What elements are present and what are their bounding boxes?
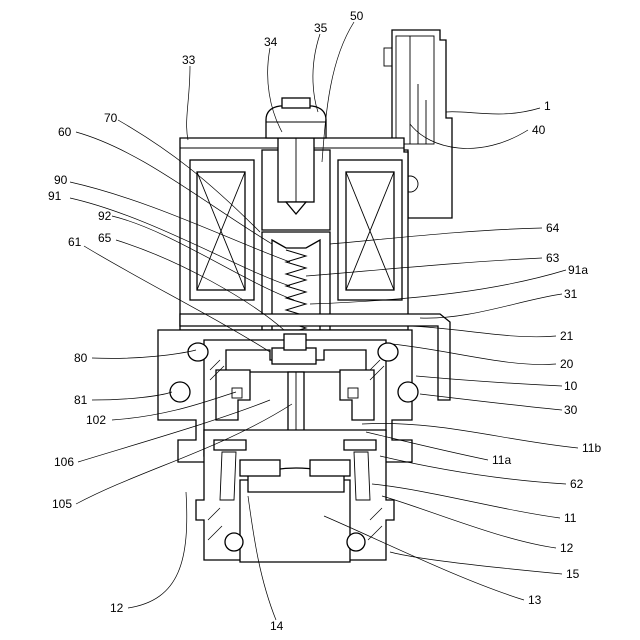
label-1: 1 bbox=[544, 99, 551, 113]
label-102: 102 bbox=[86, 413, 106, 427]
stator-core-part-50 bbox=[262, 138, 330, 230]
label-40: 40 bbox=[532, 123, 546, 137]
label-90: 90 bbox=[54, 173, 68, 187]
label-92: 92 bbox=[98, 209, 112, 223]
label-12-right: 12 bbox=[560, 541, 574, 555]
label-60: 60 bbox=[58, 125, 72, 139]
label-11a: 11a bbox=[492, 453, 511, 467]
label-15: 15 bbox=[566, 567, 580, 581]
label-81: 81 bbox=[74, 393, 88, 407]
label-106: 106 bbox=[54, 455, 74, 469]
label-65: 65 bbox=[98, 231, 112, 245]
label-10: 10 bbox=[564, 379, 578, 393]
label-21: 21 bbox=[560, 329, 574, 343]
label-11b: 11b bbox=[582, 441, 601, 455]
label-31: 31 bbox=[564, 287, 578, 301]
label-30: 30 bbox=[564, 403, 578, 417]
label-12-left: 12 bbox=[110, 601, 124, 615]
label-61: 61 bbox=[68, 235, 82, 249]
label-80: 80 bbox=[74, 351, 88, 365]
label-14: 14 bbox=[270, 619, 284, 633]
label-50: 50 bbox=[350, 9, 364, 23]
label-64: 64 bbox=[546, 221, 560, 235]
label-91: 91 bbox=[48, 189, 62, 203]
label-105: 105 bbox=[52, 497, 72, 511]
label-20: 20 bbox=[560, 357, 574, 371]
port-part-13 bbox=[240, 468, 350, 562]
label-91a: 91a bbox=[568, 263, 588, 277]
label-11: 11 bbox=[564, 511, 577, 525]
label-70: 70 bbox=[104, 111, 118, 125]
label-62: 62 bbox=[570, 477, 584, 491]
label-63: 63 bbox=[546, 251, 560, 265]
label-34: 34 bbox=[264, 35, 278, 49]
label-35: 35 bbox=[314, 21, 328, 35]
label-13: 13 bbox=[528, 593, 542, 607]
label-33: 33 bbox=[182, 53, 196, 67]
cap-part-35 bbox=[266, 98, 326, 138]
